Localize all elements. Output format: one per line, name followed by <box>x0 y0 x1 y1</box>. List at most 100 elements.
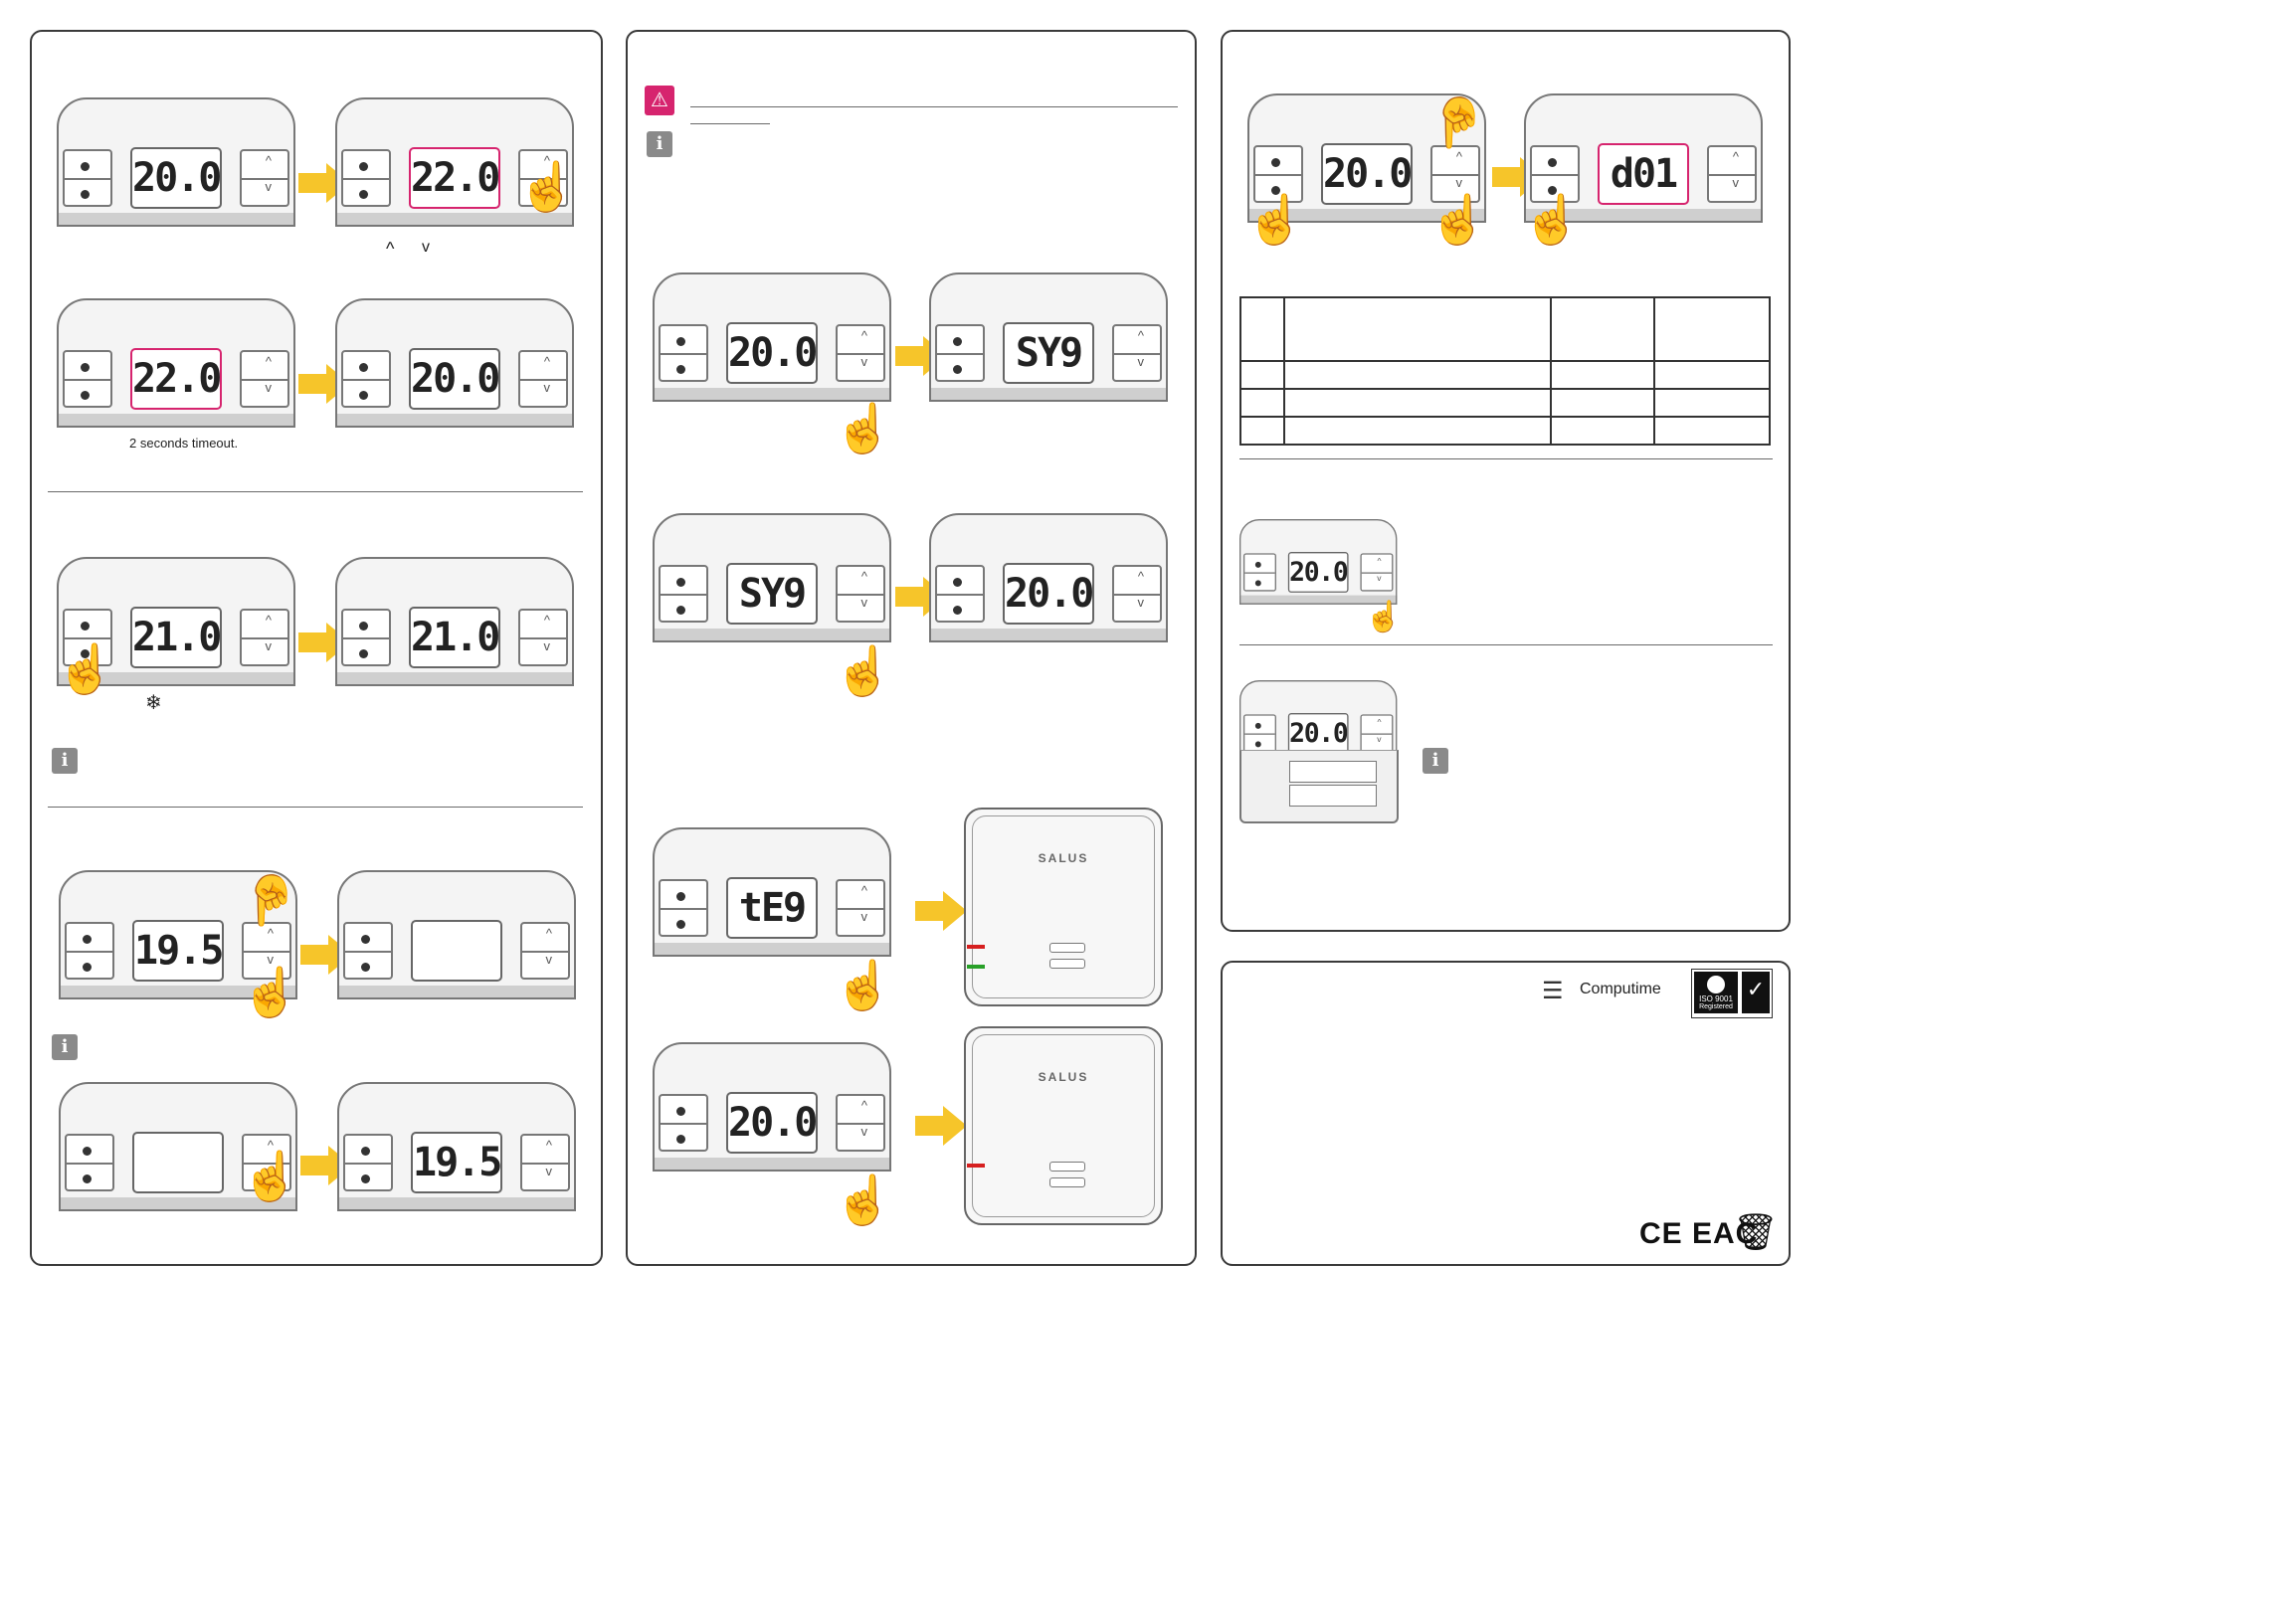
updown-button[interactable] <box>1430 145 1480 203</box>
receiver-unit: SALUS <box>964 1026 1163 1225</box>
thermostat: ^v 20.0 <box>57 97 295 227</box>
pointing-hand-icon: ☝ <box>241 967 300 1019</box>
divider <box>690 106 1178 107</box>
thermostat: ^v 21.0 <box>335 557 574 686</box>
updown-button[interactable] <box>518 350 568 408</box>
receiver-unit: SALUS <box>964 808 1163 1006</box>
info-icon: i <box>52 1034 78 1060</box>
thermostat: ^v d01 <box>1524 93 1763 223</box>
battery-compartment <box>1239 750 1399 823</box>
right-arrow-icon <box>915 1106 967 1146</box>
mode-button[interactable] <box>659 324 708 382</box>
divider <box>1239 644 1773 645</box>
timeout-note: 2 seconds timeout. <box>129 436 239 451</box>
updown-button[interactable] <box>242 922 291 980</box>
pointing-hand-icon: ☝ <box>56 643 115 696</box>
thermostat: ^v 20.0 <box>335 298 574 428</box>
updown-button[interactable] <box>518 609 568 666</box>
right-arrow-icon <box>915 891 967 931</box>
thermostat: ^v 19.5 <box>59 870 297 999</box>
mode-button[interactable] <box>659 879 708 937</box>
status-led-red <box>967 1164 985 1168</box>
pointing-hand-icon: ☝ <box>517 161 577 214</box>
computime-icon: ☰ <box>1542 978 1564 1004</box>
updown-button[interactable] <box>1112 324 1162 382</box>
mode-button[interactable] <box>341 149 391 207</box>
thermostat: ^v <box>59 1082 297 1211</box>
mode-button[interactable] <box>343 922 393 980</box>
lcd-display-flashing: 22.0 <box>409 147 500 209</box>
lcd-display: SY9 <box>726 563 818 625</box>
lcd-display: 20.0 <box>1003 563 1094 625</box>
pointing-hand-icon: ☝ <box>834 960 893 1012</box>
thermostat: ^v 21.0 <box>57 557 295 686</box>
lcd-display: 19.5 <box>411 1132 502 1193</box>
mode-button[interactable] <box>63 350 112 408</box>
computime-logo: ☰ Computime <box>1542 975 1681 1004</box>
updown-button[interactable] <box>242 1134 291 1191</box>
info-icon: i <box>647 131 672 157</box>
iso-badge: ISO 9001 Registered ✓ <box>1691 969 1773 1018</box>
pointing-hand-icon: ☝ <box>834 403 893 455</box>
updown-button[interactable] <box>836 879 885 937</box>
lcd-display-flashing: 22.0 <box>130 348 222 410</box>
updown-button[interactable] <box>836 324 885 382</box>
lcd-display: 20.0 <box>1287 713 1349 754</box>
lcd-display: 21.0 <box>130 607 222 668</box>
mode-button[interactable] <box>341 609 391 666</box>
warning-icon: ⚠ <box>645 86 674 115</box>
pointing-hand-icon: ☝ <box>1522 194 1582 247</box>
updown-button[interactable] <box>1112 565 1162 623</box>
mode-button[interactable] <box>65 922 114 980</box>
updown-button[interactable] <box>520 1134 570 1191</box>
mode-button[interactable] <box>1253 145 1303 203</box>
mode-button[interactable] <box>659 1094 708 1152</box>
thermostat-small: ^v 20.0 <box>1239 519 1398 605</box>
updown-button[interactable] <box>520 922 570 980</box>
pointing-hand-icon: ☝ <box>834 1174 893 1227</box>
lcd-display-flashing: d01 <box>1598 143 1689 205</box>
mode-button[interactable] <box>659 565 708 623</box>
mode-button[interactable] <box>343 1134 393 1191</box>
updown-button[interactable] <box>836 565 885 623</box>
mode-button[interactable] <box>935 565 985 623</box>
pointing-hand-icon: ☝ <box>834 645 893 698</box>
thermostat: ^v 20.0 <box>929 513 1168 642</box>
thermostat: ^v SY9 <box>929 272 1168 402</box>
info-icon: i <box>1423 748 1448 774</box>
divider <box>48 807 583 808</box>
updown-button[interactable] <box>240 609 289 666</box>
lcd-display: SY9 <box>1003 322 1094 384</box>
thermostat: ^v 20.0 <box>1247 93 1486 223</box>
mode-button[interactable] <box>1530 145 1580 203</box>
updown-button[interactable] <box>518 149 568 207</box>
updown-button[interactable] <box>836 1094 885 1152</box>
mode-button[interactable] <box>341 350 391 408</box>
updown-button[interactable] <box>240 350 289 408</box>
pointing-hand-icon: ☝ <box>241 1151 300 1203</box>
lcd-display: 20.0 <box>726 1092 818 1154</box>
thermostat: ^v SY9 <box>653 513 891 642</box>
updown-button[interactable] <box>240 149 289 207</box>
thermostat: ^v 22.0 <box>335 97 574 227</box>
mode-button[interactable] <box>63 149 112 207</box>
weee-bin-icon: 🗑 <box>1733 1211 1779 1252</box>
iso-sub: Registered <box>1699 1003 1733 1010</box>
mode-button[interactable] <box>1242 553 1276 592</box>
status-led-red <box>967 945 985 949</box>
divider <box>48 491 583 492</box>
spec-table <box>1239 296 1771 446</box>
updown-button[interactable] <box>1707 145 1757 203</box>
thermostat: ^v <box>337 870 576 999</box>
mode-button[interactable] <box>1242 714 1276 753</box>
updown-button[interactable] <box>1360 714 1394 753</box>
info-icon: i <box>52 748 78 774</box>
pointing-hand-icon: ☝ <box>1365 601 1403 633</box>
mode-button[interactable] <box>65 1134 114 1191</box>
lcd-display: 20.0 <box>1321 143 1413 205</box>
updown-button[interactable] <box>1360 553 1394 592</box>
mode-button[interactable] <box>935 324 985 382</box>
mode-button[interactable] <box>63 609 112 666</box>
pointing-hand-icon: ☝ <box>1428 95 1488 148</box>
thermostat: ^v 20.0 <box>653 1042 891 1172</box>
